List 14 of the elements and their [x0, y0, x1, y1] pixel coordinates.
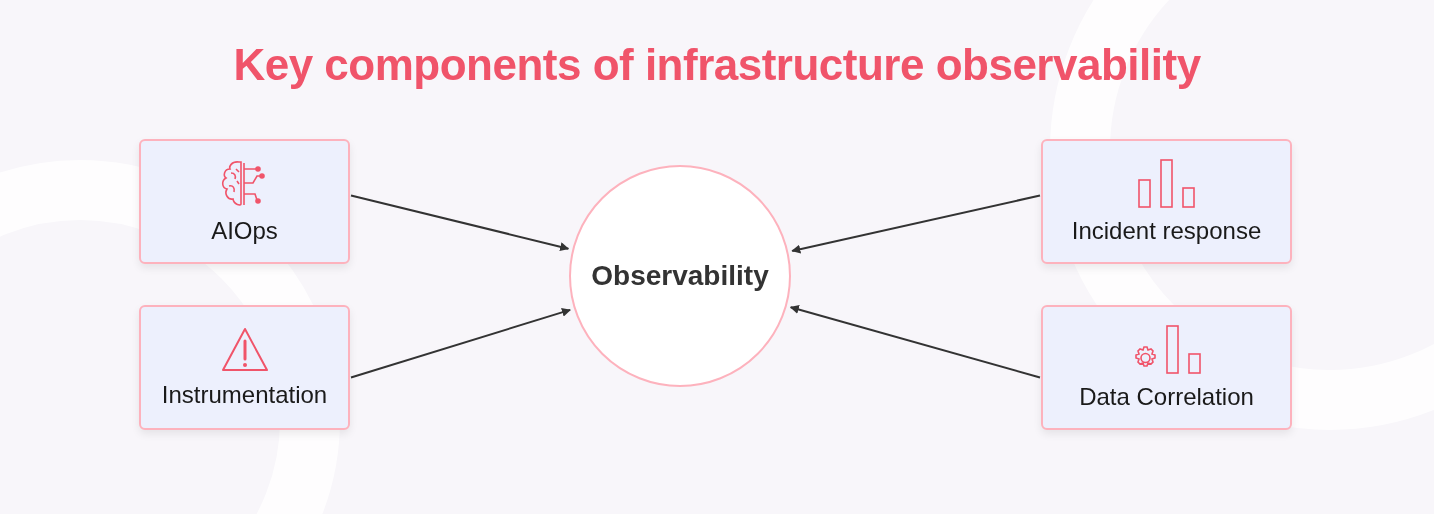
title: Key components of infrastructure observability	[233, 40, 1201, 90]
arrow	[789, 305, 1041, 379]
card-label: Incident response	[1071, 216, 1262, 245]
component-card	[139, 139, 350, 264]
component-card	[1041, 305, 1292, 430]
center-label: Observability	[591, 260, 769, 292]
component-card	[1041, 139, 1292, 264]
card-label: AIOps	[211, 216, 278, 245]
card-label: Instrumentation	[161, 380, 328, 409]
arrow	[350, 194, 570, 252]
arrow	[350, 308, 572, 379]
card-label: Data Correlation	[1079, 382, 1254, 411]
component-card	[139, 305, 350, 430]
arrow	[791, 194, 1041, 254]
